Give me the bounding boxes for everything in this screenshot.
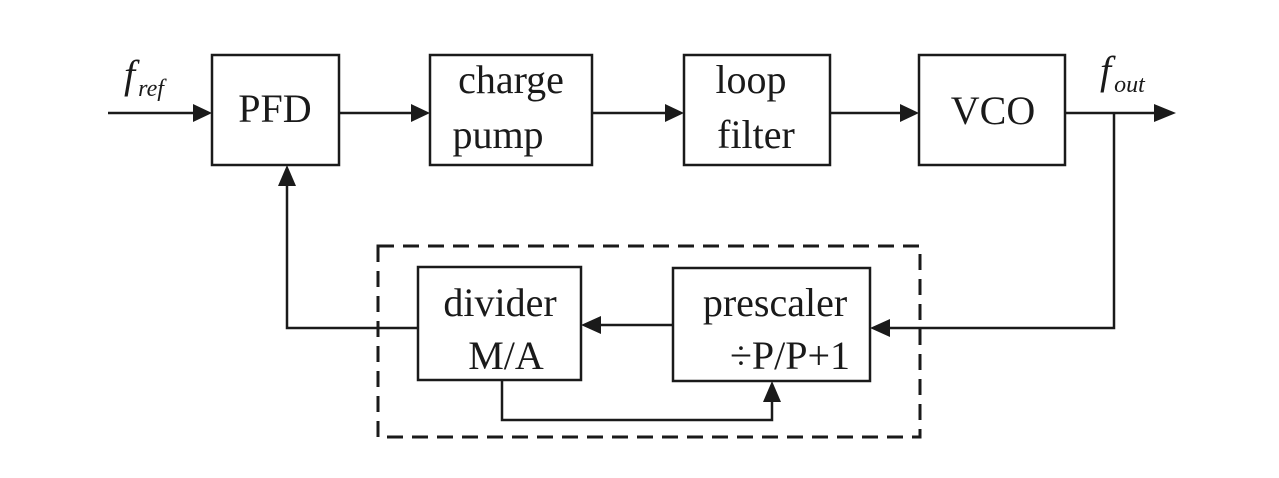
modulus-control-arrowhead [763, 381, 781, 402]
pfd-block: PFD [210, 53, 341, 167]
divider-label-line2: M/A [468, 333, 544, 378]
fref-subscript: ref [138, 76, 167, 102]
fout-to-prescaler-arrowhead [870, 319, 890, 337]
pfd-label: PFD [238, 86, 311, 131]
divider-to-pfd-arrowhead [278, 165, 296, 186]
charge-pump-label-line1: charge [458, 57, 564, 102]
loop-filter-label-line1: loop [715, 57, 786, 102]
divider-block: divider M/A [416, 265, 583, 382]
chargepump-to-filter-arrowhead [665, 104, 684, 122]
charge-pump-label-line2: pump [452, 112, 543, 157]
fref-arrowhead [193, 104, 212, 122]
prescaler-block: prescaler ÷P/P+1 [671, 266, 872, 383]
prescaler-to-divider-arrowhead [581, 316, 601, 334]
fout-to-prescaler-line [888, 113, 1116, 330]
filter-to-vco-arrowhead [900, 104, 919, 122]
loop-filter-block: loop filter [682, 53, 832, 167]
vco-block: VCO [917, 53, 1067, 167]
fout-arrowhead [1154, 104, 1176, 122]
modulus-control-line [500, 380, 774, 422]
prescaler-label-line2: ÷P/P+1 [730, 333, 850, 378]
fout-subscript: out [1114, 72, 1146, 98]
loop-filter-label-line2: filter [717, 112, 795, 157]
pfd-to-chargepump-arrowhead [411, 104, 430, 122]
divider-to-pfd-line [285, 184, 418, 330]
divider-prescaler-group [376, 244, 922, 439]
charge-pump-block: charge pump [428, 53, 594, 167]
vco-label: VCO [951, 88, 1035, 133]
prescaler-label-line1: prescaler [703, 280, 847, 325]
divider-label-line1: divider [443, 280, 556, 325]
